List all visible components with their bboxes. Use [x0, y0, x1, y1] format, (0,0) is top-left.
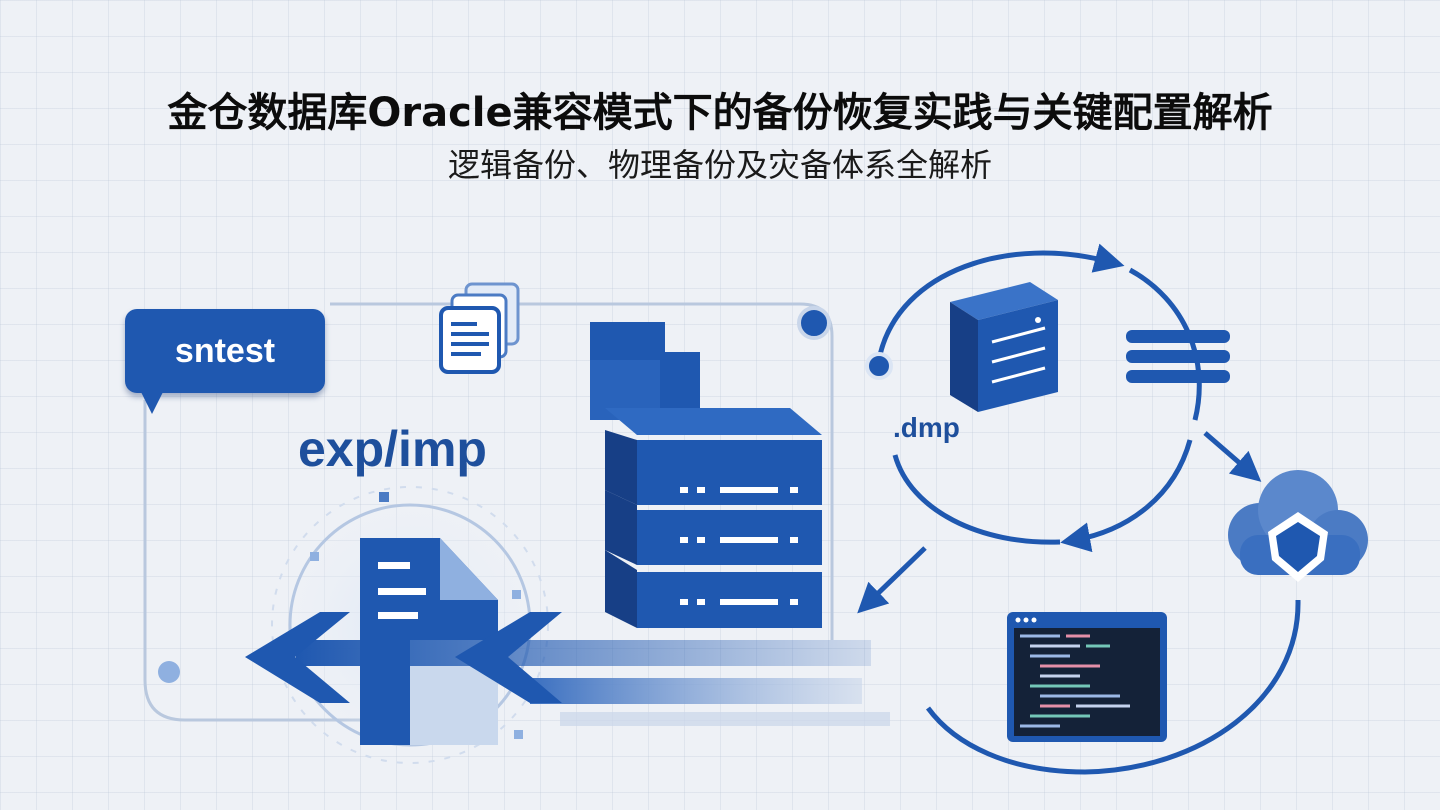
left-frame — [143, 302, 834, 722]
arrow-left-icon — [245, 612, 890, 726]
arrow-to-cloud — [1203, 431, 1262, 482]
user-callout: sntest — [125, 309, 325, 393]
file-extension-label: .dmp — [893, 412, 960, 443]
connector-dot — [865, 352, 893, 380]
page-title: 金仓数据库Oracle兼容模式下的备份恢复实践与关键配置解析 — [167, 90, 1273, 136]
tool-label: exp/imp — [298, 421, 487, 477]
callout-tail — [140, 390, 164, 414]
list-icon — [1126, 330, 1230, 383]
code-editor-icon — [1007, 612, 1167, 742]
server-stack-icon — [590, 322, 822, 628]
connector-dot — [797, 306, 831, 340]
user-label: sntest — [174, 332, 276, 370]
connector-dot — [158, 661, 180, 683]
arrow-to-server — [857, 546, 927, 614]
cloud-return-path — [925, 599, 1301, 775]
server-icon — [950, 282, 1058, 412]
document-stack-icon — [439, 282, 520, 374]
cloud-shield-icon — [1228, 470, 1368, 582]
page-subtitle: 逻辑备份、物理备份及灾备体系全解析 — [447, 146, 992, 184]
